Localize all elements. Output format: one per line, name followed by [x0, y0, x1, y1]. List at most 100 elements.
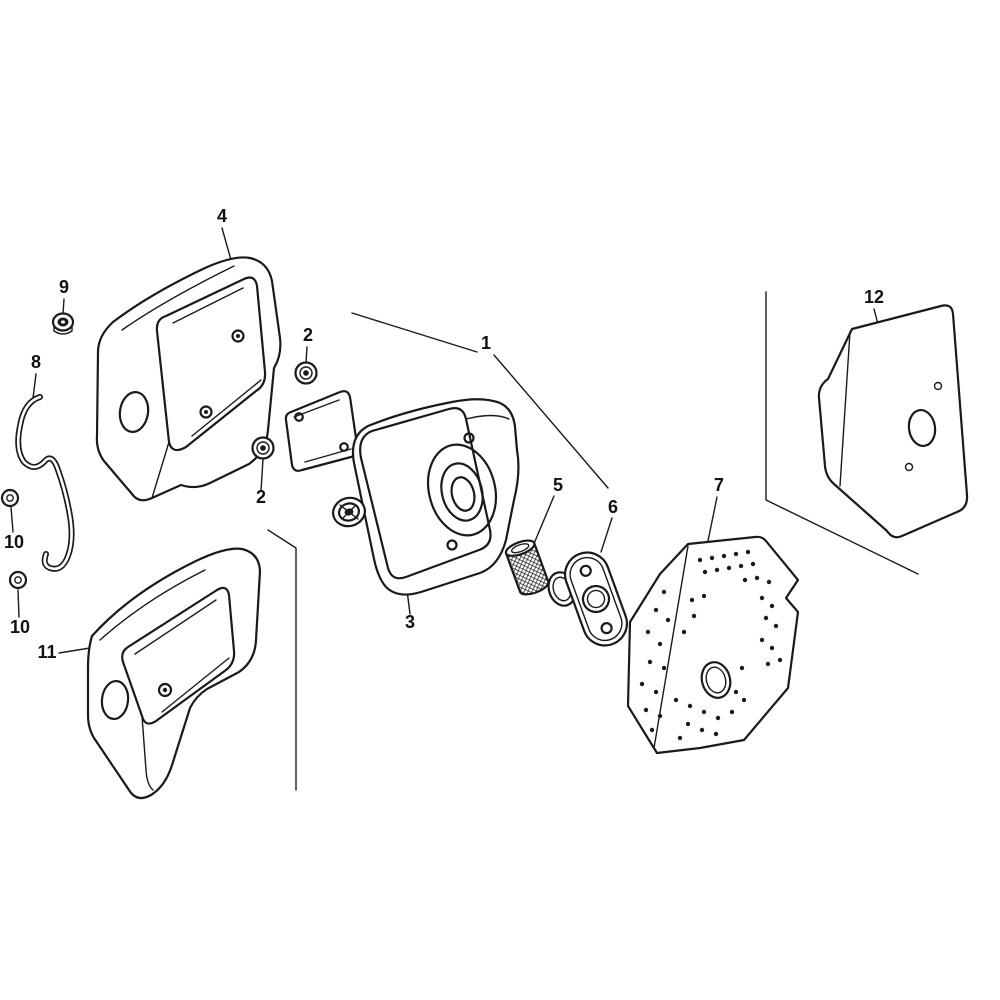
muffler-front-face — [359, 407, 492, 580]
gasket-6-port-inner — [586, 589, 606, 609]
callout-7[interactable]: 7 — [714, 475, 724, 495]
muffler-outlet-hatch — [339, 504, 359, 520]
callout-8[interactable]: 8 — [31, 352, 41, 372]
washer-10b-outer — [8, 570, 28, 590]
leader-lines — [10, 227, 880, 654]
nut-9-base-lines — [53, 325, 73, 335]
muffler-port-hole — [450, 476, 476, 512]
shield-7-perforations — [639, 549, 783, 741]
part-10-washer-lower — [8, 570, 28, 590]
plate-hole-upper — [294, 412, 304, 422]
callout-labels: 1 2 2 3 4 5 6 7 8 9 10 10 11 12 — [4, 206, 884, 662]
nut-2a-center — [303, 370, 309, 376]
part-6-exhaust-gasket — [564, 551, 628, 647]
cover-11-side-hole — [100, 679, 130, 721]
part-4-muffler-protector-upper — [95, 256, 282, 502]
leader-line-7 — [707, 496, 718, 542]
screen-5-top-hole — [510, 543, 530, 554]
gasket-6-inner-line — [569, 556, 623, 642]
cover-11-outer-shell — [86, 547, 262, 800]
plate-12-hole-upper — [933, 381, 943, 391]
callout-4[interactable]: 4 — [217, 206, 227, 226]
shield-7-outline — [626, 535, 800, 755]
leader-line-11 — [58, 647, 91, 654]
washer-10a-hole — [6, 494, 14, 502]
nut-9-center — [61, 320, 65, 324]
callout-1[interactable]: 1 — [481, 333, 491, 353]
callout-10a[interactable]: 10 — [4, 532, 24, 552]
leader-line-2b — [260, 458, 264, 492]
frame-line-right — [765, 291, 919, 575]
rod-8-inner — [16, 395, 73, 571]
part-12-back-plate — [817, 304, 969, 539]
cover-4-side-hole — [118, 390, 150, 434]
part-2-nut-upper — [294, 361, 318, 385]
leader-line-10a — [10, 506, 14, 533]
plate-12-fold-line — [839, 331, 851, 487]
leader-line-4 — [221, 227, 232, 261]
muffler-outer-shell — [351, 398, 520, 596]
plate-hole-lower — [339, 442, 349, 452]
nut-2b-mid — [256, 441, 270, 455]
cover-4-opening-rim — [155, 276, 267, 452]
shield-7-center-hole-outer — [700, 661, 732, 699]
part-8-rod — [15, 394, 75, 572]
gasket-6-bolt-hole-bottom — [600, 622, 613, 635]
cover-4-bolt-hole-upper — [231, 329, 245, 343]
callout-10b[interactable]: 10 — [10, 617, 30, 637]
leader-line-5 — [532, 495, 555, 547]
callout-9[interactable]: 9 — [59, 277, 69, 297]
cover-11-bolt-dot — [162, 687, 168, 693]
part-7-heat-shield — [626, 535, 800, 755]
washer-10b-hole — [14, 576, 22, 584]
plate-12-center-hole — [907, 408, 937, 448]
part-3-muffler-body — [332, 398, 520, 596]
plate-12-hole-lower — [904, 462, 914, 472]
callout-12[interactable]: 12 — [864, 287, 884, 307]
nut-2b-center — [260, 445, 266, 451]
callout-5[interactable]: 5 — [553, 475, 563, 495]
cover-4-top-edge-line — [121, 265, 235, 331]
shield-7-center-hole-inner — [705, 666, 727, 694]
leader-line-8 — [32, 373, 37, 399]
cover-4-rim-inner-line — [172, 287, 262, 437]
callout-6[interactable]: 6 — [608, 497, 618, 517]
callout-2b[interactable]: 2 — [256, 487, 266, 507]
callout-3[interactable]: 3 — [405, 612, 415, 632]
muffler-stud-hole-upper — [463, 432, 475, 444]
part-11-muffler-protector-lower — [86, 547, 262, 800]
nut-2a-mid — [299, 366, 313, 380]
cover-4-bolt-dot-lower — [204, 410, 208, 414]
muffler-top-face-line — [465, 414, 510, 420]
muffler-outlet-cap-mid — [337, 502, 361, 522]
gasket-6-port-outer — [581, 584, 611, 614]
cover-4-lip-line — [151, 441, 170, 499]
gasket-6-bolt-hole-top — [579, 564, 592, 577]
leader-line-1-right — [493, 354, 609, 489]
leader-line-1-left — [351, 312, 478, 353]
cover-11-bolt-hole — [157, 682, 173, 698]
leader-line-6 — [600, 517, 613, 553]
part-9-flange-nut — [51, 312, 75, 335]
plate-12-outline — [817, 304, 969, 539]
cover-4-bolt-hole-lower — [199, 405, 213, 419]
cover-11-opening-rim — [121, 586, 236, 725]
callout-11[interactable]: 11 — [37, 642, 56, 662]
gasket-6-outline — [564, 551, 628, 647]
muffler-flange-outer — [427, 443, 497, 537]
callout-2a[interactable]: 2 — [303, 325, 313, 345]
cover-11-lip-line — [141, 715, 154, 791]
leader-line-2a — [305, 346, 308, 364]
plate-outline — [284, 390, 359, 472]
cover-4-bolt-dot-upper — [236, 334, 240, 338]
part-2-nut-lower — [251, 436, 275, 460]
frame-line-left — [267, 529, 297, 791]
part-10-washer-upper — [0, 488, 20, 508]
washer-10a-outer — [0, 488, 20, 508]
cover-11-top-edge-line — [99, 569, 206, 641]
leader-line-10b — [17, 589, 20, 618]
muffler-stud-hole-lower — [446, 539, 458, 551]
muffler-port-plate — [284, 390, 359, 472]
